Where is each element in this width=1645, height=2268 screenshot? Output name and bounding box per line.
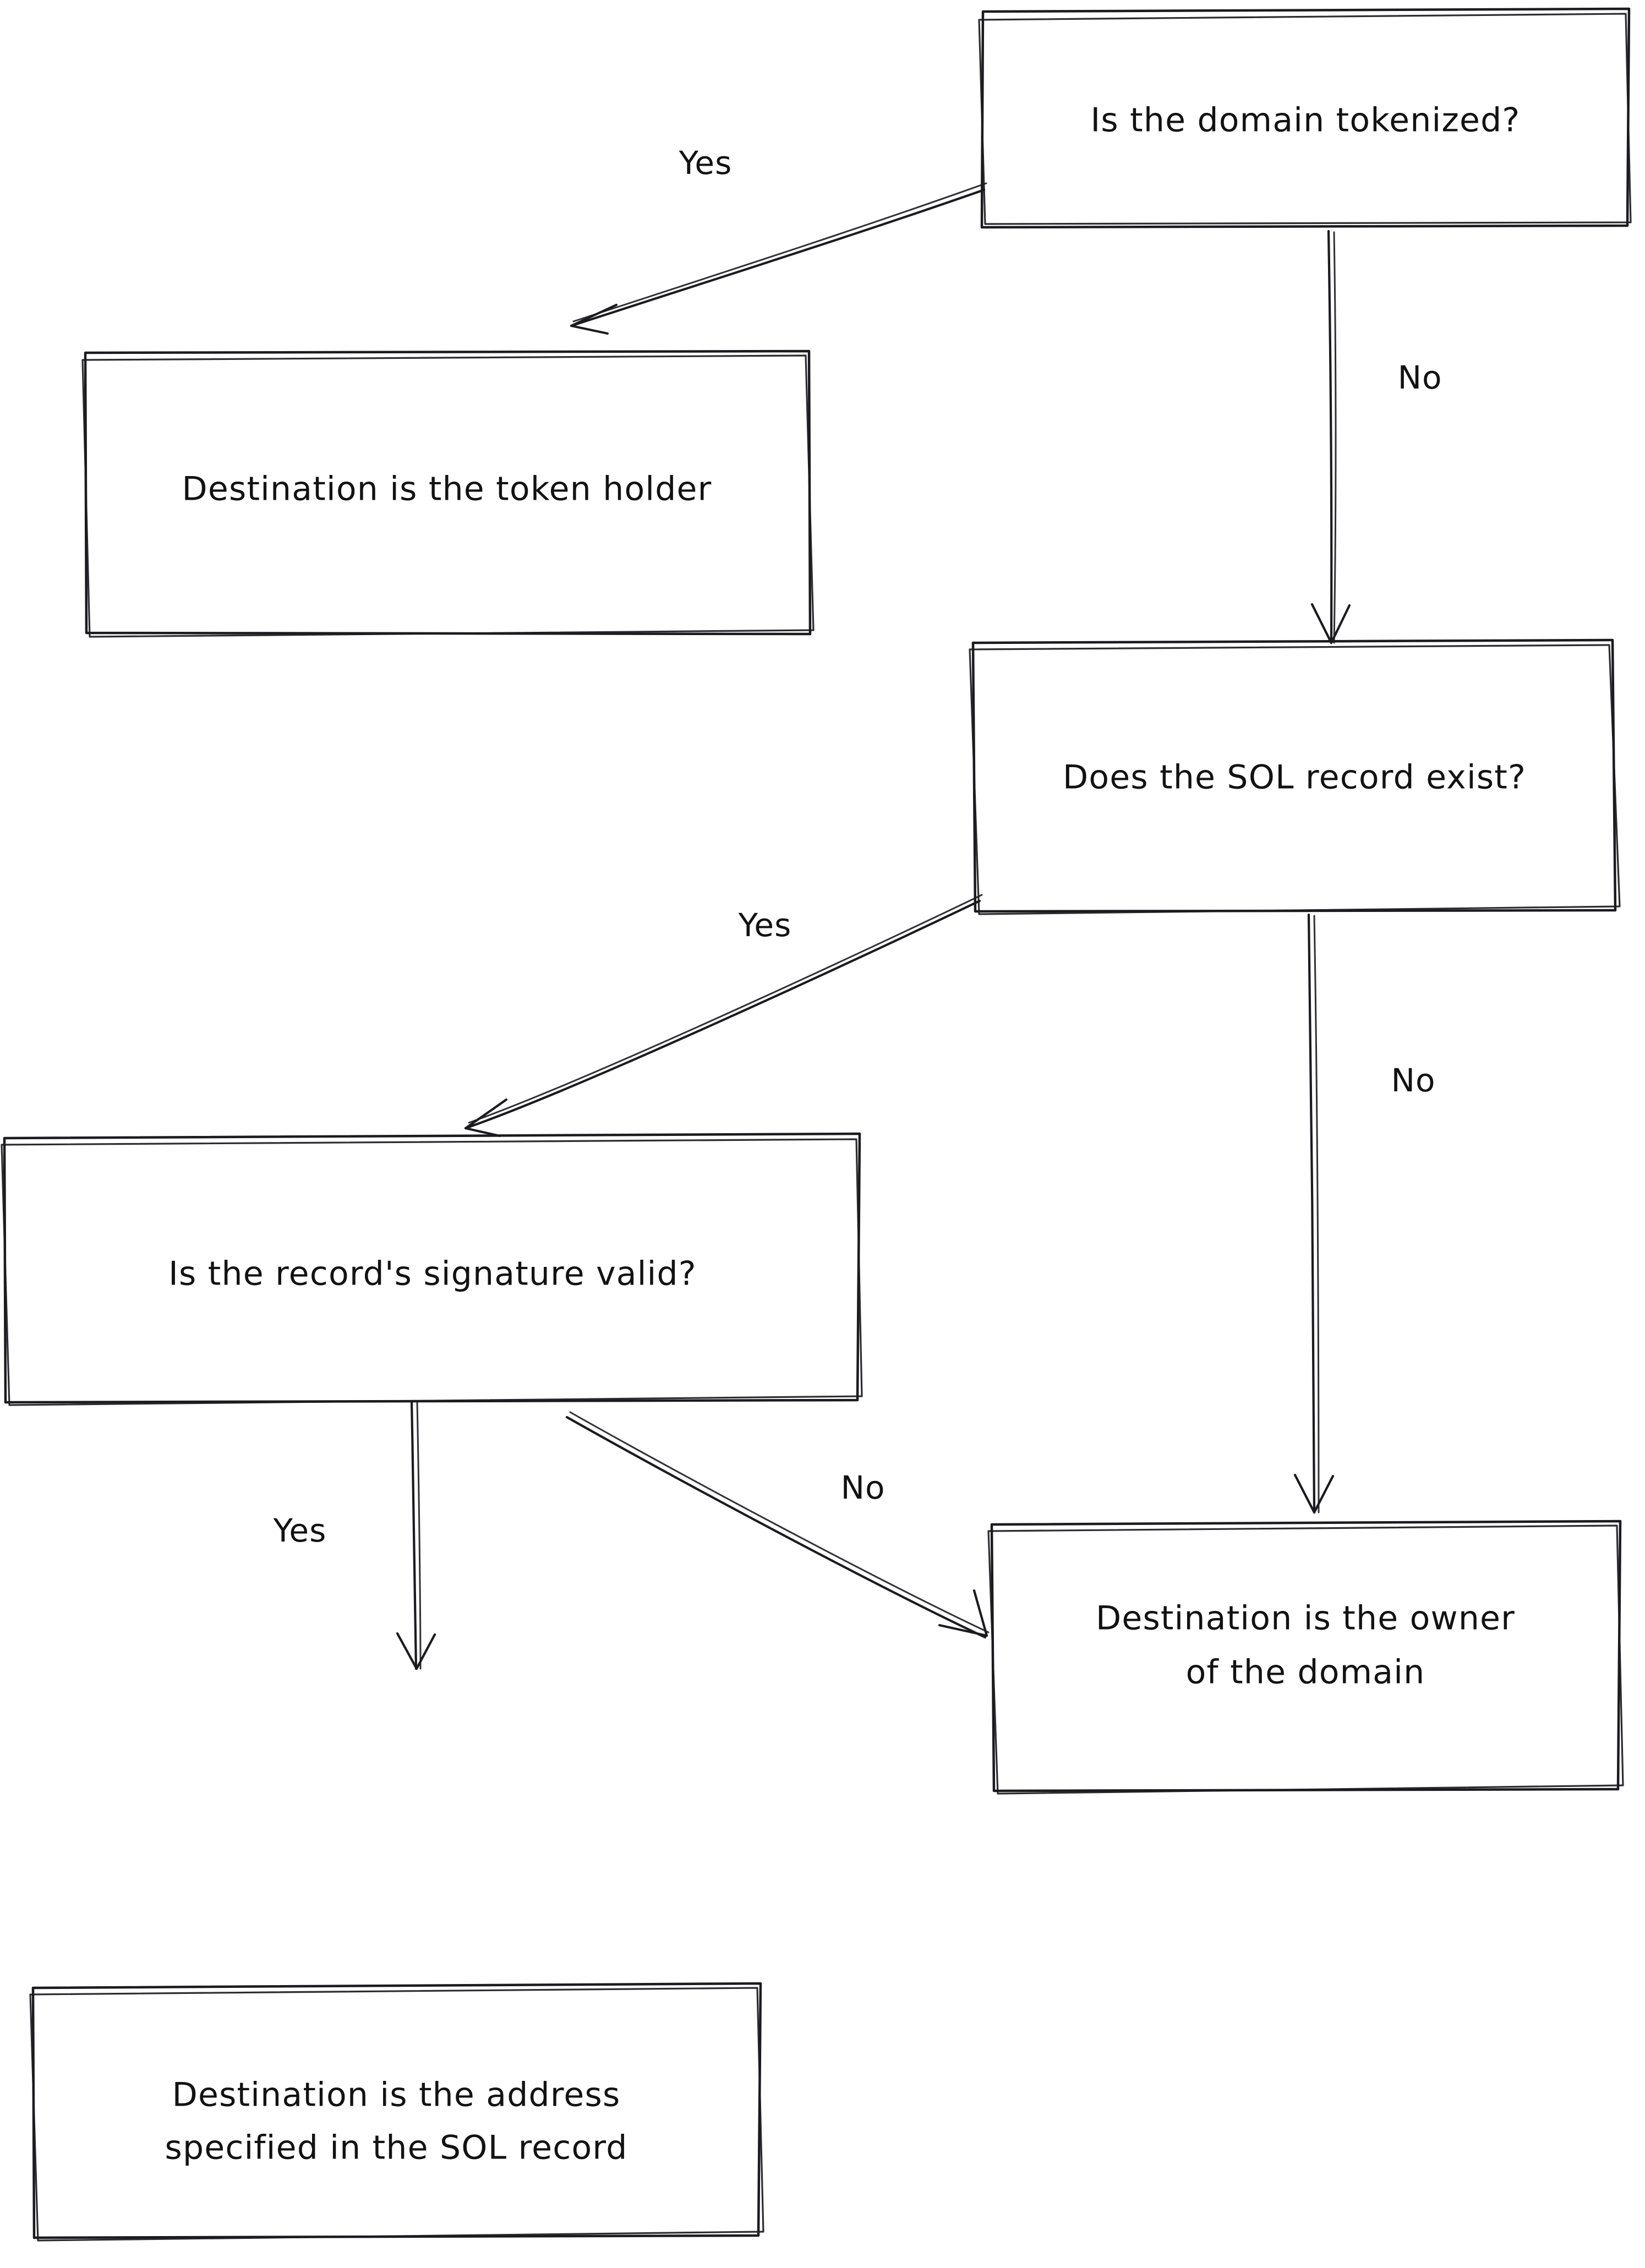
node-label-domain-owner-line2: of the domain — [1186, 1653, 1425, 1692]
node-label-domain-tokenized: Is the domain tokenized? — [1091, 101, 1521, 140]
edge-sol-record-to-signature-valid: Yes — [464, 894, 983, 1138]
node-token-holder[interactable]: Destination is the token holder — [81, 349, 815, 638]
node-signature-valid[interactable]: Is the record's signature valid? — [1, 1132, 863, 1406]
node-domain-owner[interactable]: Destination is the owner of the domain — [987, 1520, 1624, 1795]
node-label-sol-address-line1: Destination is the address — [172, 2076, 621, 2114]
edge-label-no-3: No — [841, 1469, 886, 1506]
edge-signature-valid-to-sol-address: Yes — [273, 1401, 436, 1670]
node-label-sol-address-line2: specified in the SOL record — [165, 2129, 628, 2167]
edge-label-yes-2: Yes — [738, 906, 792, 944]
edge-sol-record-to-domain-owner: No — [1293, 913, 1436, 1514]
edge-domain-tokenized-to-sol-record: No — [1310, 229, 1442, 644]
node-label-signature-valid: Is the record's signature valid? — [168, 1255, 697, 1293]
edge-label-yes-1: Yes — [679, 144, 733, 182]
node-sol-record-address[interactable]: Destination is the address specified in … — [29, 1982, 764, 2242]
node-label-sol-record-exists: Does the SOL record exist? — [1063, 758, 1526, 797]
edge-signature-valid-to-domain-owner: No — [565, 1411, 990, 1639]
node-label-domain-owner-line1: Destination is the owner — [1096, 1599, 1515, 1638]
edge-label-no-2: No — [1391, 1062, 1436, 1099]
edge-label-no-1: No — [1398, 359, 1442, 396]
node-sol-record-exists[interactable]: Does the SOL record exist? — [969, 638, 1621, 915]
node-label-token-holder: Destination is the token holder — [182, 470, 712, 509]
edge-domain-tokenized-to-token-holder: Yes — [570, 144, 987, 335]
edge-label-yes-3: Yes — [273, 1512, 327, 1549]
node-domain-tokenized[interactable]: Is the domain tokenized? — [978, 7, 1632, 229]
